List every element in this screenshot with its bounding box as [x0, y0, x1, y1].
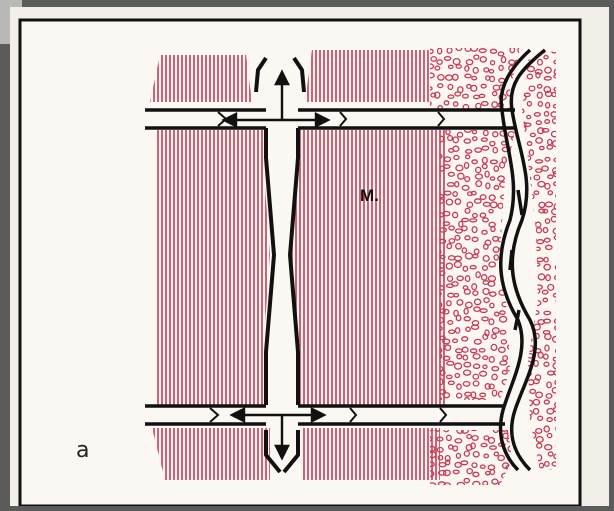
muscle-label: M. [360, 186, 379, 206]
panel-label: a [76, 438, 89, 463]
